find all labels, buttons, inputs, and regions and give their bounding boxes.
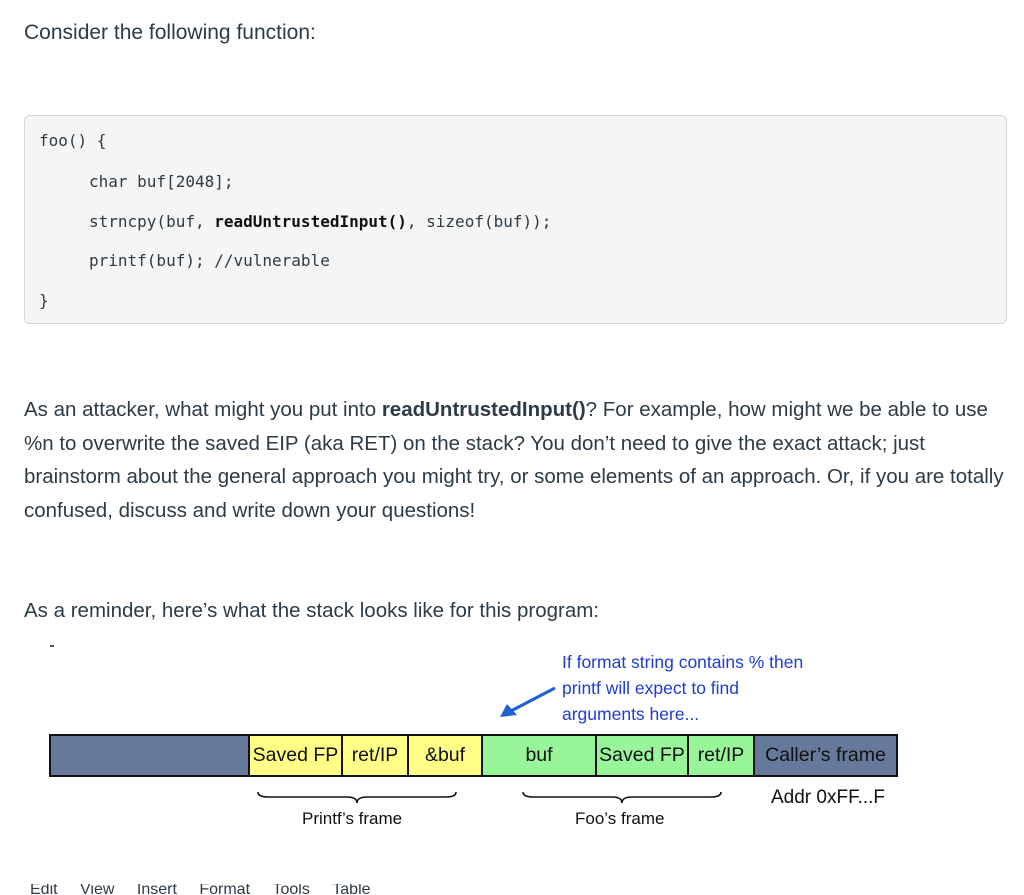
- foo-frame-label: Foo’s frame: [575, 809, 665, 828]
- code-line-1: foo() {: [39, 131, 107, 150]
- intro-text: Consider the following function:: [24, 21, 316, 44]
- stack-cell-caller-frame: Caller’s frame: [755, 736, 896, 775]
- stack-diagram: Saved FP ret/IP &buf buf Saved FP ret/IP…: [49, 734, 898, 777]
- question-text: As an attacker, what might you put into …: [24, 393, 1004, 527]
- menu-tools[interactable]: Tools: [272, 884, 310, 895]
- diagram-note: If format string contains % then printf …: [562, 649, 803, 727]
- menu-format[interactable]: Format: [199, 884, 251, 895]
- menu-insert[interactable]: Insert: [136, 884, 177, 895]
- arrow-icon: [500, 686, 556, 717]
- editor-menubar[interactable]: Edit View Insert Format Tools Table: [30, 884, 389, 895]
- stack-cell-empty: [51, 736, 250, 775]
- menu-view[interactable]: View: [80, 884, 115, 895]
- note-line-3: arguments here...: [562, 704, 700, 724]
- code-line-3-bold: readUntrustedInput(): [214, 212, 407, 231]
- stack-cell-printf-saved-fp: Saved FP: [250, 736, 343, 775]
- foo-frame-brace: [522, 791, 722, 804]
- menu-edit[interactable]: Edit: [30, 884, 58, 895]
- code-line-5: }: [39, 291, 49, 310]
- code-line-3-post: , sizeof(buf));: [406, 212, 552, 231]
- question-post: ? For example, how might we be able to u…: [24, 398, 1004, 522]
- stack-cell-foo-saved-fp: Saved FP: [597, 736, 689, 775]
- code-line-2: char buf[2048];: [89, 172, 234, 191]
- question-pre: As an attacker, what might you put into: [24, 398, 382, 421]
- code-line-4: printf(buf); //vulnerable: [89, 251, 330, 270]
- code-block: foo() { char buf[2048]; strncpy(buf, rea…: [24, 115, 1007, 324]
- stack-cell-buf: buf: [483, 736, 597, 775]
- stack-cell-buf-pointer: &buf: [409, 736, 483, 775]
- reminder-text: As a reminder, here’s what the stack loo…: [24, 599, 600, 622]
- printf-frame-brace: [257, 791, 457, 804]
- printf-frame-label: Printf’s frame: [302, 809, 403, 828]
- note-line-1: If format string contains % then: [562, 652, 804, 672]
- menu-table[interactable]: Table: [332, 884, 371, 895]
- note-line-2: printf will expect to find: [562, 678, 740, 698]
- stack-cell-printf-ret-ip: ret/IP: [343, 736, 409, 775]
- address-label: Addr 0xFF...F: [771, 787, 886, 808]
- stray-mark: [50, 645, 54, 647]
- question-bold: readUntrustedInput(): [381, 398, 586, 421]
- code-line-3-pre: strncpy(buf,: [89, 212, 215, 231]
- stack-cell-foo-ret-ip: ret/IP: [689, 736, 755, 775]
- code-line-3: strncpy(buf, readUntrustedInput(), sizeo…: [89, 212, 551, 232]
